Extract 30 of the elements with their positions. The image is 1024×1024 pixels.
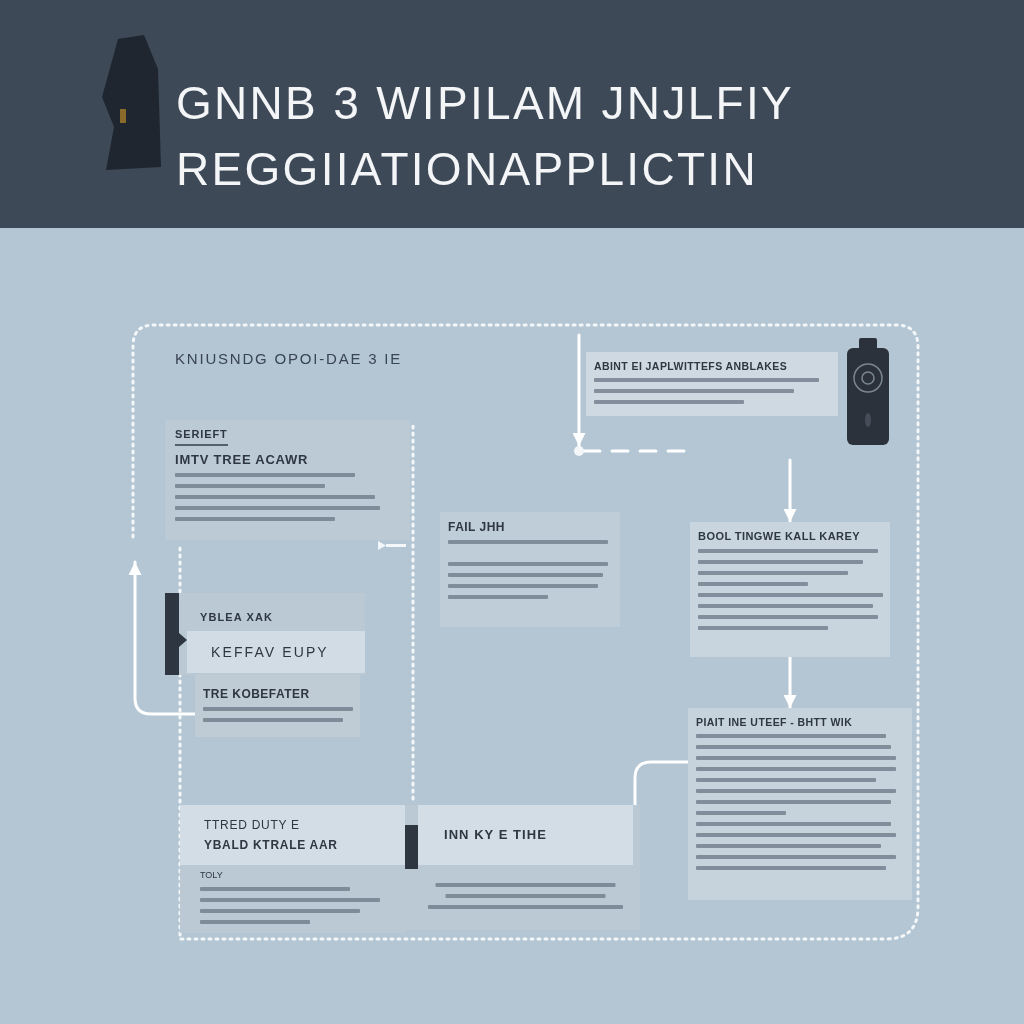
text-panel bbox=[195, 675, 360, 737]
connector-line bbox=[633, 760, 690, 807]
text-panel bbox=[586, 352, 838, 416]
panel-heading: PIAIT INE UTEEF - BHTT WIK bbox=[696, 716, 854, 730]
marker-panel bbox=[165, 593, 365, 675]
panel-heading: TRE KOBEFATER bbox=[203, 686, 311, 703]
arrow bbox=[572, 333, 586, 448]
section-tag: SERIEFT bbox=[175, 426, 228, 446]
band-title: TTRED DUTY E bbox=[204, 817, 301, 834]
arrow bbox=[783, 458, 797, 524]
arrow bbox=[783, 655, 797, 710]
text-panel bbox=[165, 420, 410, 540]
page-title: GNNB 3 WIPILAM JNJLFIY REGGIIATIONAPPLICTIN bbox=[176, 76, 795, 197]
band-title: INN KY E TIHE bbox=[444, 826, 548, 845]
band-title: KEFFAV EUPY bbox=[211, 642, 329, 662]
caption-text: YBLEA XAK bbox=[200, 610, 274, 625]
panel-heading: IMTV TREE ACAWR bbox=[175, 450, 310, 469]
panel-heading: ABINT EI JAPLWITTEFS ANBLAKES bbox=[594, 360, 789, 374]
text-panel bbox=[688, 708, 912, 900]
arrow bbox=[128, 560, 197, 716]
band-title: YBALD KTRALE AAR bbox=[204, 837, 339, 854]
text-panel bbox=[180, 805, 405, 933]
subheading: TOLY bbox=[200, 869, 223, 882]
panel-heading: BOOL TINGWE KALL KAREY bbox=[698, 530, 862, 544]
panel-heading: FAIL JHH bbox=[448, 520, 506, 535]
text-panel bbox=[405, 805, 640, 930]
text-panel bbox=[440, 512, 620, 627]
frame-heading: KNIUSNDG OPOI-DAE 3 IE bbox=[175, 349, 403, 369]
text-panel bbox=[690, 522, 890, 657]
dotted-frame bbox=[130, 322, 920, 942]
